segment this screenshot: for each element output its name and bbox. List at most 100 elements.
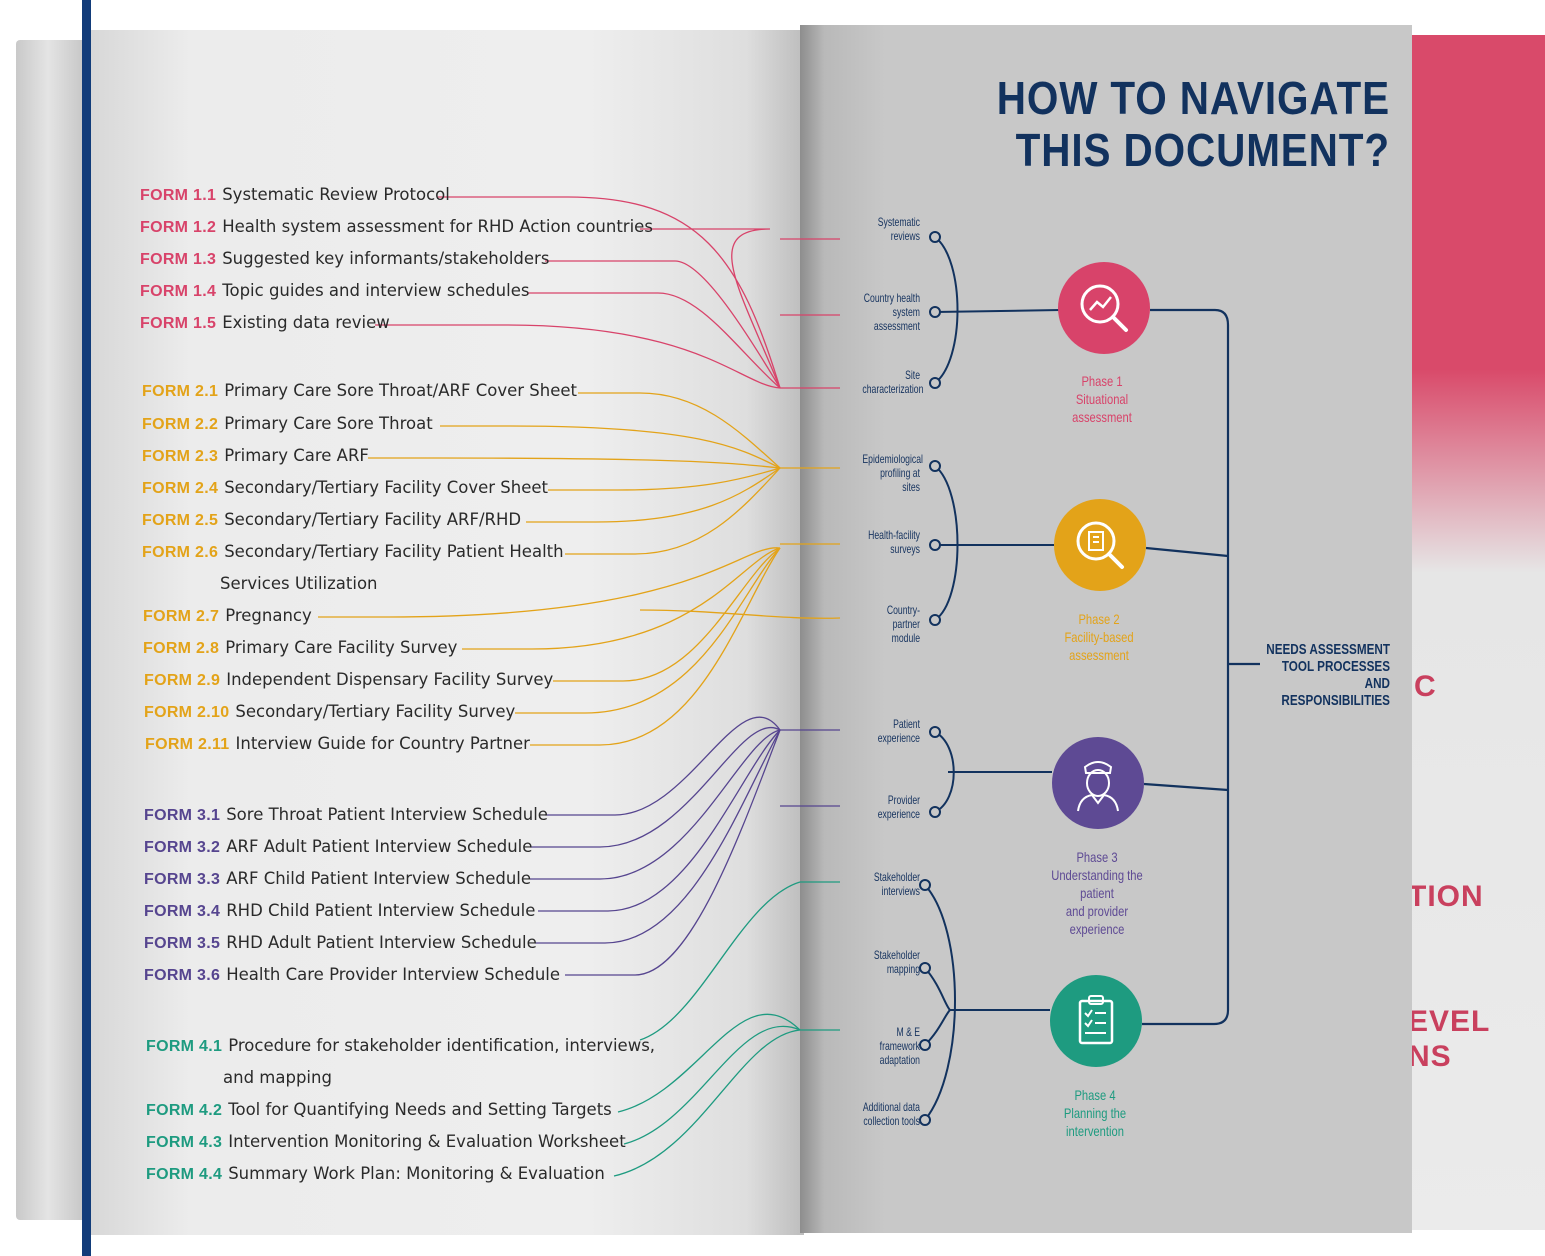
node-dot xyxy=(929,614,941,626)
form-title: Secondary/Tertiary Facility ARF/RHD xyxy=(224,510,522,529)
form-item: FORM 3.6 Health Care Provider Interview S… xyxy=(144,965,560,985)
connector-line xyxy=(530,547,781,746)
form-title: ARF Child Patient Interview Schedule xyxy=(226,869,532,888)
connector-line xyxy=(565,729,781,976)
back-page: C TION EVEL NS xyxy=(1412,35,1545,1230)
form-item: FORM 4.2 Tool for Quantifying Needs and S… xyxy=(146,1100,612,1120)
connector-line xyxy=(538,729,781,912)
connector-line xyxy=(924,1009,951,1046)
connector-line xyxy=(535,729,781,944)
form-title: Sore Throat Patient Interview Schedule xyxy=(226,805,548,824)
connector-line xyxy=(934,309,1061,313)
connector-line xyxy=(640,228,781,389)
form-item: FORM 3.4 RHD Child Patient Interview Sche… xyxy=(144,901,535,921)
magnifier-building-icon xyxy=(1076,521,1124,569)
form-code: FORM 3.2 xyxy=(144,839,221,856)
back-page-fragment: EVEL xyxy=(1412,1005,1491,1038)
node-dot xyxy=(919,962,931,974)
connector-line xyxy=(934,236,959,384)
page-title: HOW TO NAVIGATE THIS DOCUMENT? xyxy=(996,72,1390,176)
form-title: Secondary/Tertiary Facility Patient Heal… xyxy=(224,542,564,561)
cover-edge xyxy=(82,0,91,1256)
form-code: FORM 4.1 xyxy=(146,1038,223,1055)
connector-line xyxy=(530,726,781,848)
form-code: FORM 3.1 xyxy=(144,807,221,824)
form-title: Tool for Quantifying Needs and Setting T… xyxy=(228,1100,612,1119)
node-dot xyxy=(929,539,941,551)
connector-line xyxy=(440,425,781,469)
form-item-continuation: and mapping xyxy=(223,1068,332,1087)
form-code: FORM 2.11 xyxy=(145,736,230,753)
form-title: RHD Child Patient Interview Schedule xyxy=(226,901,536,920)
connector-line xyxy=(545,716,781,816)
form-title: Secondary/Tertiary Facility Cover Sheet xyxy=(224,478,548,497)
form-code: FORM 3.3 xyxy=(144,871,221,888)
form-title: Primary Care ARF xyxy=(224,446,369,465)
connector-line xyxy=(528,292,781,389)
phase1-circle xyxy=(1058,262,1150,354)
form-title: Primary Care Sore Throat/ARF Cover Sheet xyxy=(224,381,577,400)
form-title: Health Care Provider Interview Schedule xyxy=(226,965,561,984)
node-dot xyxy=(929,726,941,738)
node-dot xyxy=(919,1114,931,1126)
node-dot xyxy=(929,460,941,472)
connector-line xyxy=(617,1013,801,1113)
node-dot xyxy=(929,377,941,389)
form-item: FORM 2.5 Secondary/Tertiary Facility ARF/… xyxy=(142,510,521,530)
connector-line xyxy=(530,729,781,880)
connector-line xyxy=(1142,308,1230,1026)
form-title: Secondary/Tertiary Facility Survey xyxy=(235,702,516,721)
node-dot xyxy=(929,306,941,318)
connector-line xyxy=(1143,782,1229,792)
connector-line xyxy=(613,1029,801,1177)
connector-line xyxy=(639,609,841,619)
left-page xyxy=(82,30,804,1235)
form-item: FORM 3.1 Sore Throat Patient Interview Sc… xyxy=(144,805,548,825)
form-code: FORM 4.4 xyxy=(146,1166,223,1183)
form-item: FORM 2.3 Primary Care ARF xyxy=(142,446,369,466)
form-code: FORM 1.1 xyxy=(140,187,217,204)
form-code: FORM 1.4 xyxy=(140,283,217,300)
connector-line xyxy=(553,547,781,682)
form-code: FORM 3.6 xyxy=(144,967,221,984)
form-code: FORM 2.5 xyxy=(142,512,219,529)
connector-line xyxy=(924,967,1050,1011)
magnifier-chart-icon xyxy=(1080,284,1128,332)
form-code: FORM 2.3 xyxy=(142,448,219,465)
back-page-fragment: C xyxy=(1414,670,1437,703)
form-code: FORM 2.1 xyxy=(142,383,219,400)
connector-line xyxy=(623,1025,801,1145)
form-code: FORM 4.2 xyxy=(146,1102,223,1119)
node-dot xyxy=(919,879,931,891)
form-code: FORM 3.4 xyxy=(144,903,221,920)
form-code: FORM 2.10 xyxy=(144,704,230,721)
form-title: Independent Dispensary Facility Survey xyxy=(226,670,554,689)
clipboard-checklist-icon xyxy=(1078,995,1114,1045)
form-code: FORM 2.4 xyxy=(142,480,219,497)
connector-line xyxy=(462,547,781,650)
connector-line xyxy=(565,467,781,555)
phase2-circle xyxy=(1054,499,1146,591)
form-code: FORM 2.2 xyxy=(142,416,219,433)
